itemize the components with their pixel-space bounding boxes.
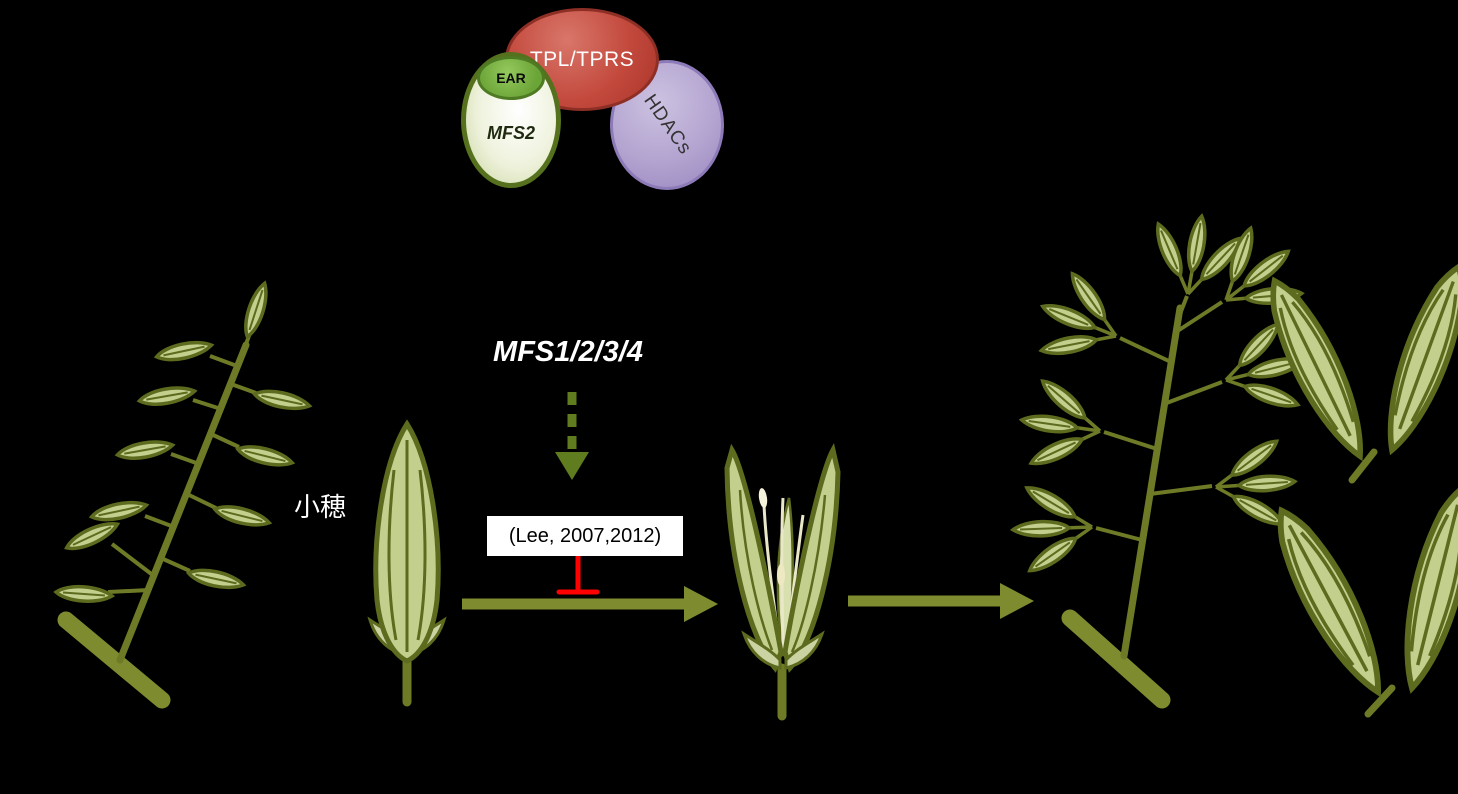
spikelet-label: 小穂	[294, 493, 347, 522]
dashed-down-arrow	[555, 392, 589, 480]
citation-box: (Lee, 2007,2012)	[487, 516, 683, 556]
panicle-base-bar	[1061, 609, 1171, 709]
spikelet-closed	[367, 419, 447, 707]
tpl-tprs-label: TPL/TPRS	[529, 47, 635, 71]
spikelet-pair-bottom-right	[1262, 483, 1458, 718]
flow-arrow-2	[848, 583, 1034, 619]
ear-label: EAR	[496, 70, 526, 86]
spikelet-open	[724, 442, 841, 721]
ear-ellipse: EAR	[477, 56, 545, 100]
spikelet-pair-top-right	[1256, 260, 1458, 484]
panicle-base-bar	[57, 611, 171, 709]
left-panicle	[53, 279, 313, 709]
hdacs-label: HDACs	[639, 90, 696, 159]
flow-arrow-1	[462, 586, 718, 622]
mfs2-label: MFS2	[486, 122, 535, 143]
right-panicle	[1011, 208, 1317, 709]
gene-label-mfs1234: MFS1/2/3/4	[493, 336, 643, 368]
inhibition-t-bar	[556, 553, 600, 595]
